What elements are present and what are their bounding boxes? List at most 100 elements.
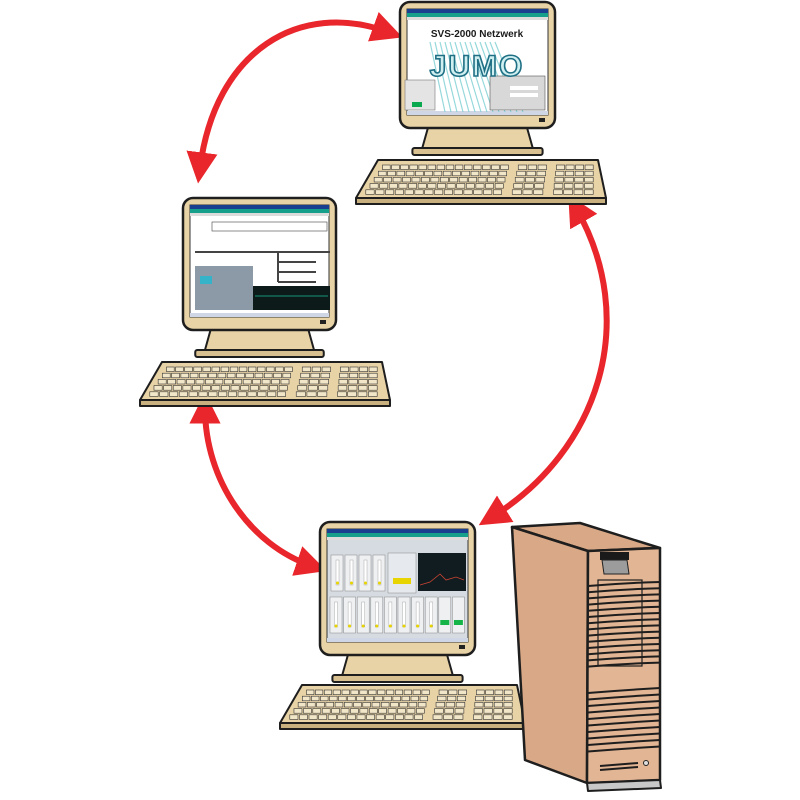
key [242, 379, 252, 385]
key [236, 372, 245, 379]
key [378, 708, 387, 714]
key [312, 708, 322, 714]
key [356, 714, 366, 720]
key [477, 177, 487, 183]
key [237, 391, 247, 397]
vent-slot [587, 726, 661, 733]
key [298, 379, 309, 385]
key [418, 164, 427, 170]
key [365, 189, 375, 195]
key [171, 372, 180, 379]
key [421, 689, 430, 695]
key [211, 366, 220, 372]
workstations [139, 0, 607, 730]
key [484, 702, 494, 708]
drive-door [601, 559, 630, 575]
key [217, 372, 227, 379]
key [573, 189, 584, 195]
key [359, 708, 369, 714]
key [240, 385, 250, 391]
key [526, 170, 536, 177]
key [503, 702, 513, 708]
key [233, 379, 243, 385]
window-toolbar [190, 213, 329, 216]
key [359, 689, 368, 695]
key [271, 379, 280, 385]
vent-frame [597, 579, 643, 667]
key [494, 183, 504, 189]
key [373, 177, 383, 183]
key [218, 391, 228, 397]
bar-marker [378, 581, 381, 585]
vent-slot [587, 745, 661, 753]
key [188, 391, 198, 397]
monitor-stand [203, 329, 316, 353]
key [186, 379, 195, 385]
server-tower [510, 521, 662, 792]
key [435, 702, 445, 708]
key [198, 391, 208, 397]
key [303, 708, 312, 714]
key [424, 189, 434, 195]
key [438, 689, 448, 695]
key [523, 183, 534, 189]
key [503, 714, 513, 720]
vent-slot [587, 732, 661, 740]
key [377, 689, 386, 695]
key [358, 379, 368, 385]
key [184, 366, 193, 372]
key [337, 391, 347, 397]
power-button [643, 760, 649, 766]
key [318, 714, 328, 720]
logo-streak [434, 41, 452, 113]
key [238, 366, 248, 372]
key [306, 689, 315, 695]
key [574, 170, 584, 177]
message-banner [211, 221, 328, 232]
window-titlebar [327, 529, 468, 533]
detail-highlight [393, 578, 411, 584]
key [525, 177, 535, 183]
key [163, 385, 173, 391]
key [221, 385, 230, 391]
key [208, 372, 217, 379]
key [301, 366, 312, 372]
key [353, 702, 362, 708]
window-statusbar [327, 638, 468, 642]
key [316, 702, 325, 708]
key [500, 164, 509, 170]
key [176, 379, 186, 385]
key [400, 164, 409, 170]
key [584, 189, 594, 195]
window-menubar [190, 209, 329, 213]
vent-slot [587, 636, 661, 643]
bar-marker [375, 624, 379, 628]
key [329, 695, 338, 702]
key [349, 372, 359, 379]
window-titlebar [190, 205, 329, 209]
keyboard-front [355, 197, 607, 205]
key [340, 366, 349, 372]
key [368, 372, 378, 379]
key [432, 714, 443, 720]
key [484, 695, 494, 702]
key [415, 170, 424, 177]
key [437, 183, 446, 189]
drive-bay [600, 552, 629, 560]
key [309, 379, 319, 385]
bar-track [363, 559, 368, 586]
key [402, 177, 411, 183]
key [379, 183, 389, 189]
key [223, 379, 233, 385]
key [494, 695, 503, 702]
key [347, 714, 356, 720]
key [325, 702, 334, 708]
key [149, 391, 159, 397]
key [394, 689, 404, 695]
key [410, 695, 419, 702]
key [276, 391, 286, 397]
key [321, 708, 331, 714]
key [332, 689, 341, 695]
key [396, 170, 406, 177]
key [491, 164, 500, 170]
